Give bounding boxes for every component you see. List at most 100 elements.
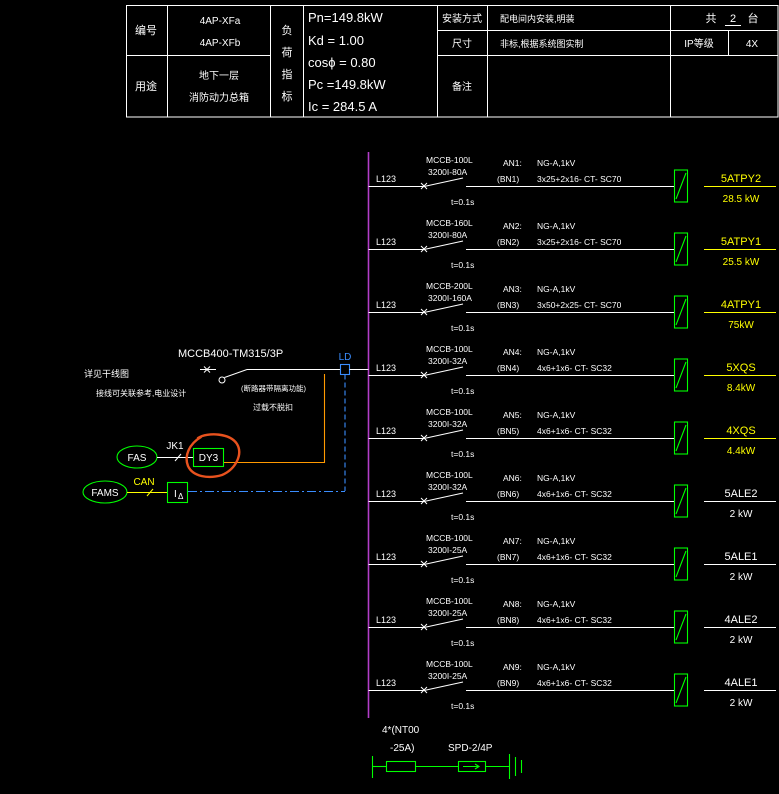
alt-circuit-number: (BN9) (497, 678, 519, 688)
shunt-trip-label: DY3 (199, 453, 219, 464)
breaker-blade (423, 240, 464, 250)
spd-label: SPD-2/4P (448, 743, 493, 754)
surge-protection: 4*(NT00 -25A) SPD-2/4P (371, 725, 523, 779)
breaker-model: MCCB-100L (426, 344, 473, 354)
cable-type: NG-A,1kV (537, 221, 576, 231)
count-value: 2 (730, 13, 736, 25)
alt-circuit-number: (BN4) (497, 363, 519, 373)
breaker-trip-mark (203, 366, 211, 373)
load-box (673, 547, 689, 581)
table-border (126, 5, 779, 118)
load-box-slash (675, 361, 687, 389)
cable-spec: 4x6+1x6- CT- SC32 (537, 678, 612, 688)
breaker-note: 过载不脱扣 (253, 402, 293, 412)
can-label: CAN (133, 477, 154, 488)
load-box (673, 232, 689, 266)
breaker-blade (423, 492, 464, 502)
breaker-setting: 3200I-80A (428, 230, 468, 240)
phase-label: L123 (376, 300, 396, 310)
load-power: 8.4kW (727, 383, 756, 394)
breaker-setting: 3200I-80A (428, 167, 468, 177)
load-id: 4ATPY1 (721, 299, 761, 311)
load-id: 4ALE2 (724, 614, 757, 626)
phase-label: L123 (376, 363, 396, 373)
breaker-setting: 3200I-25A (428, 671, 468, 681)
breaker-model: MCCB-160L (426, 218, 473, 228)
load-box (673, 169, 689, 203)
load-box-slash (675, 172, 687, 200)
breaker-blade (423, 366, 464, 376)
breaker-setting: 3200I-32A (428, 482, 468, 492)
feeder-5: L123MCCB-100L3200I-32At=0.1sAN5:(BN5)NG-… (368, 407, 776, 459)
id-label: 编号 (135, 23, 157, 37)
feeder-9: L123MCCB-100L3200I-25At=0.1sAN9:(BN9)NG-… (368, 659, 776, 711)
count-prefix: 共 (706, 12, 717, 25)
load-id: 4ALE1 (724, 677, 757, 689)
load-box-slash (675, 298, 687, 326)
load-id: 5ATPY1 (721, 236, 761, 248)
breaker-setting: 3200I-32A (428, 419, 468, 429)
phase-label: L123 (376, 174, 396, 184)
load-label-char: 负 (282, 23, 293, 37)
load-power: 2 kW (730, 572, 753, 583)
isolator-contact (218, 376, 226, 384)
jk-label: JK1 (166, 441, 184, 452)
fas-label: FAS (128, 453, 147, 464)
trip-time: t=0.1s (451, 512, 474, 522)
circuit-number: AN8: (503, 599, 522, 609)
breaker-setting: 3200I-160A (428, 293, 472, 303)
load-id: 5ALE2 (724, 488, 757, 500)
current-monitor-box (166, 481, 189, 504)
load-box (673, 673, 689, 707)
cable-spec: 3x25+2x16- CT- SC70 (537, 174, 622, 184)
leakage-label: LD (339, 352, 352, 363)
fire-alarm-interface: FAS JK1 DY3 FAMS CAN I Δ (82, 433, 241, 504)
phase-label: L123 (376, 237, 396, 247)
breaker-setting: 3200I-25A (428, 545, 468, 555)
remark-label: 备注 (452, 80, 472, 93)
load-power: 28.5 kW (723, 194, 760, 205)
cable-type: NG-A,1kV (537, 599, 576, 609)
current-monitor-sub: Δ (178, 492, 184, 501)
size-value: 非标,根据系统图实制 (500, 38, 584, 49)
feeder-group: L123MCCB-100L3200I-80At=0.1sAN1:(BN1)NG-… (368, 155, 776, 711)
cable-type: NG-A,1kV (537, 536, 576, 546)
line-slash-mark (174, 453, 182, 462)
load-box-slash (675, 613, 687, 641)
alt-circuit-number: (BN1) (497, 174, 519, 184)
incoming-breaker-model: MCCB400-TM315/3P (178, 348, 283, 360)
breaker-blade (423, 618, 464, 628)
load-box (673, 484, 689, 518)
feeder-4: L123MCCB-100L3200I-32At=0.1sAN4:(BN4)NG-… (368, 344, 776, 396)
phase-label: L123 (376, 552, 396, 562)
cable-spec: 4x6+1x6- CT- SC32 (537, 426, 612, 436)
load-label-char: 指 (282, 67, 293, 81)
breaker-model: MCCB-200L (426, 281, 473, 291)
leakage-sensor (339, 363, 351, 376)
breaker-blade (423, 303, 464, 313)
breaker-blade (423, 177, 464, 187)
load-box (673, 610, 689, 644)
breaker-setting: 3200I-32A (428, 356, 468, 366)
load-value-pn: Pn=149.8kW (308, 10, 384, 25)
line-slash-mark (146, 488, 154, 497)
fuse-label: 4*(NT00 (382, 725, 420, 736)
size-label: 尺寸 (452, 37, 472, 50)
load-box (673, 295, 689, 329)
phase-label: L123 (376, 678, 396, 688)
count-suffix: 台 (748, 11, 759, 25)
phase-label: L123 (376, 615, 396, 625)
cable-type: NG-A,1kV (537, 284, 576, 294)
circuit-number: AN1: (503, 158, 522, 168)
incoming-circuit: MCCB400-TM315/3P 详见干线图 接线可关联参考,电业设计 (断路器… (84, 348, 369, 493)
alt-circuit-number: (BN6) (497, 489, 519, 499)
shunt-trip-box (192, 447, 225, 468)
circuit-number: AN6: (503, 473, 522, 483)
shunt-trip-signal-line (224, 374, 326, 464)
feeder-6: L123MCCB-100L3200I-32At=0.1sAN6:(BN6)NG-… (368, 470, 776, 522)
cable-type: NG-A,1kV (537, 410, 576, 420)
fams-label: FAMS (91, 488, 119, 499)
alt-circuit-number: (BN3) (497, 300, 519, 310)
cable-type: NG-A,1kV (537, 347, 576, 357)
arrow-right-icon (463, 763, 481, 770)
